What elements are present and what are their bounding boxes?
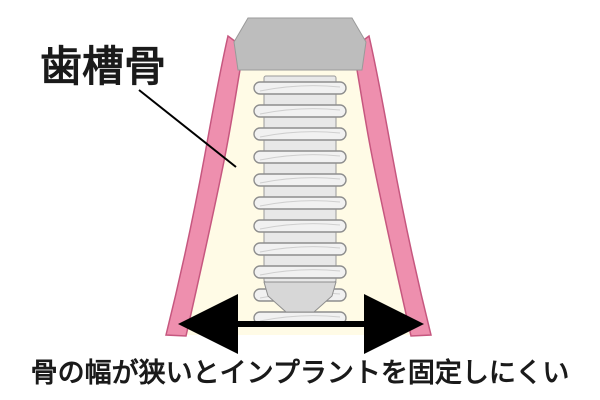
implant-thread-shade — [259, 223, 341, 230]
implant-thread-shade — [259, 177, 341, 184]
implant-thread — [253, 196, 347, 210]
implant-thread — [253, 127, 347, 141]
alveolar-bone-label: 歯槽骨 — [40, 42, 166, 91]
implant-thread — [253, 173, 347, 187]
implant-thread-shade — [259, 108, 341, 115]
implant-thread-shade — [259, 200, 341, 207]
label-leader-line — [138, 89, 237, 168]
implant-abutment — [233, 17, 367, 71]
implant-thread-shade — [259, 85, 341, 92]
implant-thread — [253, 242, 347, 256]
implant-thread-shade — [259, 269, 341, 276]
implant-thread — [253, 265, 347, 279]
implant-thread — [253, 150, 347, 164]
implant-thread-shade — [259, 131, 341, 138]
implant-thread-shade — [259, 154, 341, 161]
implant-thread — [253, 219, 347, 233]
implant-thread — [253, 104, 347, 118]
caption: 骨の幅が狭いとインプラントを固定しにくい — [31, 357, 570, 389]
implant-thread — [253, 81, 347, 95]
implant-thread-shade — [259, 246, 341, 253]
